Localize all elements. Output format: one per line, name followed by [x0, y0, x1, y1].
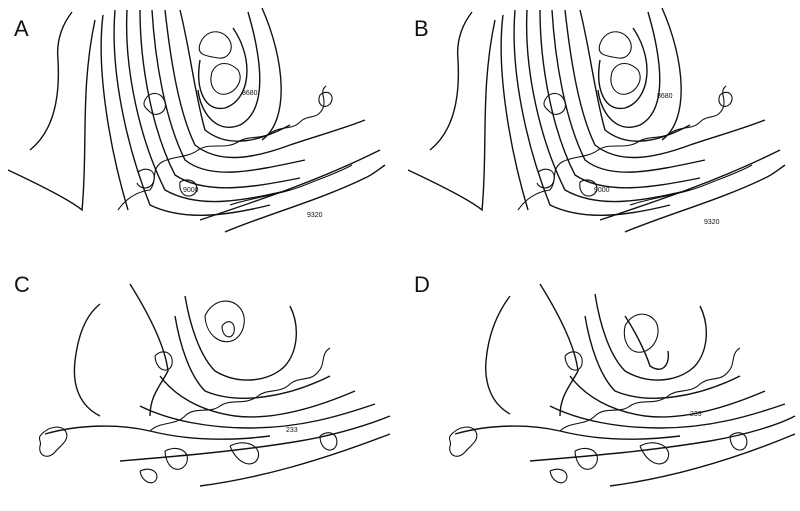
panel-c: 233 C [0, 256, 400, 511]
panel-d: 233 D [400, 256, 800, 511]
contour-value-233: 233 [286, 427, 298, 434]
coastlines [38, 300, 338, 484]
contour-value-233: 233 [690, 411, 702, 418]
contour-value-8680: 8680 [657, 93, 673, 100]
geopotential-map-b: 8680 9000 9320 [407, 7, 786, 233]
coastlines [117, 31, 353, 211]
panel-b: 8680 9000 9320 B [400, 0, 800, 255]
contour-value-9320: 9320 [704, 219, 720, 226]
panel-label: A [14, 16, 29, 41]
temperature-map-d: 233 [448, 283, 796, 487]
panel-a: 8680 9000 9320 A [0, 0, 400, 255]
panel-label: B [414, 16, 429, 41]
contour-value-8680: 8680 [242, 90, 258, 97]
coastlines [517, 31, 753, 211]
contour-value-9000: 9000 [594, 187, 610, 194]
isotherm-lines [454, 283, 796, 487]
temperature-map-c: 233 [38, 283, 391, 487]
contour-value-9000: 9000 [183, 187, 199, 194]
contour-value-9320: 9320 [307, 212, 323, 219]
isohypse-lines [407, 7, 786, 233]
coastlines [448, 313, 748, 484]
isohypse-lines [7, 7, 386, 233]
panel-label: C [14, 272, 30, 297]
isotherm-lines [44, 283, 391, 487]
panel-label: D [414, 272, 430, 297]
geopotential-map-a: 8680 9000 9320 [7, 7, 386, 233]
